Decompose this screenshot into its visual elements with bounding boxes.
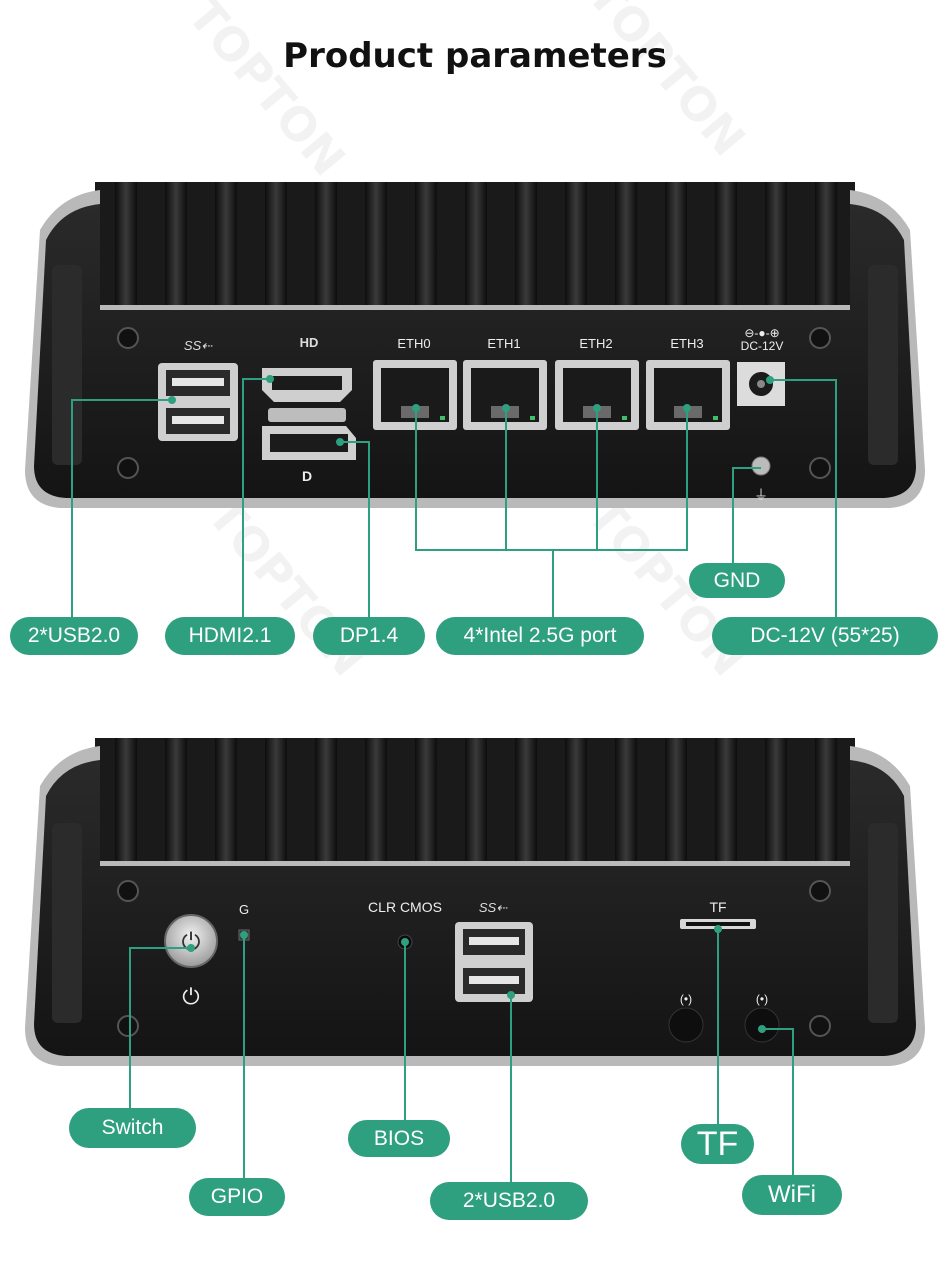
ethernet-ports [373,360,730,430]
hdmi-callout: HDMI2.1 [165,617,295,655]
dp-logo-label: D [302,468,312,484]
callout-lines [129,925,794,1182]
gpio-callout: GPIO [189,1178,285,1216]
dc-polarity-symbol: ⊖-●-⊕ [744,326,779,340]
wifi-antenna-icon: (•) [680,992,692,1006]
usb-callout: 2*USB2.0 [10,617,138,655]
callout-lines [71,375,837,625]
usb-logo-label: SS⇠ [479,900,508,915]
eth0-label: ETH0 [397,336,430,351]
eth3-label: ETH3 [670,336,703,351]
watermark: TOPTON [177,0,356,187]
wifi-antenna-icon: (•) [756,992,768,1006]
heatsink-fins [95,182,855,307]
ground-icon: ⏚ [754,487,768,503]
power-button[interactable] [164,914,218,968]
ground-screw [751,456,771,476]
heatsink-fins [95,738,855,863]
hdmi-logo-label: HD [300,335,319,350]
tf-label: TF [709,899,726,915]
tf-callout: TF [681,1124,754,1164]
antenna-port [668,1007,704,1043]
gnd-callout: GND [689,563,785,598]
mini-pc-rear-panel: SS⇠ HD D ETH0 ETH1 ETH2 ETH3 ⊖-●-⊕ DC-12… [25,182,925,625]
bios-callout: BIOS [348,1120,450,1157]
page-title: Product parameters [283,36,667,76]
dc-label: DC-12V [741,339,784,353]
eth2-label: ETH2 [579,336,612,351]
switch-callout: Switch [69,1108,196,1148]
watermark: TOPTON [577,0,756,167]
wifi-callout: WiFi [742,1175,842,1215]
clr-cmos-label: CLR CMOS [368,899,442,915]
usb-callout: 2*USB2.0 [430,1182,588,1220]
usb-logo-label: SS⇠ [184,338,213,353]
mini-pc-front-panel: ⏻ ⏻ G CLR CMOS SS⇠ TF (•) (•) [25,738,925,1182]
power-icon: ⏻ [182,929,201,956]
lan-callout: 4*Intel 2.5G port [436,617,644,655]
dc-callout: DC-12V (55*25) [712,617,938,655]
power-symbol-icon: ⏻ [182,984,199,1009]
gpio-icon: G [239,902,249,917]
eth1-label: ETH1 [487,336,520,351]
dp-callout: DP1.4 [313,617,425,655]
